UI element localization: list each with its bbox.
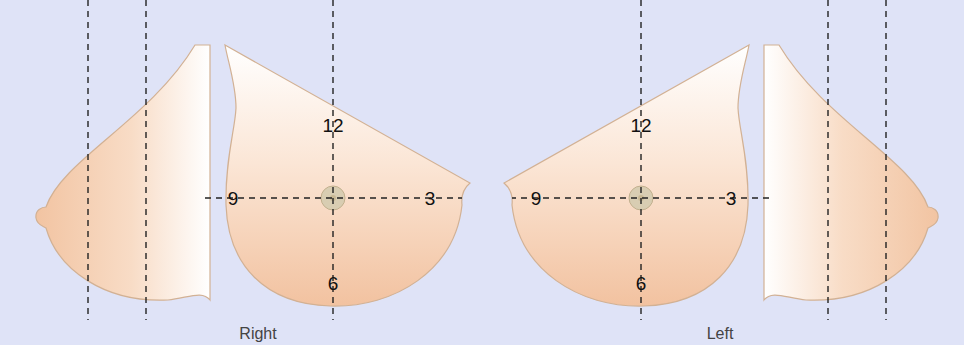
clock-number: 3: [726, 189, 737, 208]
clock-number: 9: [531, 189, 542, 208]
clock-number: 6: [328, 274, 339, 293]
clock-number: 9: [228, 189, 239, 208]
clock-number: 3: [425, 189, 436, 208]
right-breast: [36, 0, 470, 320]
clock-number: 6: [636, 274, 647, 293]
left-breast: [504, 0, 938, 320]
clock-number: 12: [322, 116, 343, 135]
side-caption: Right: [239, 326, 276, 342]
side-caption: Left: [707, 326, 734, 342]
clock-number: 12: [630, 116, 651, 135]
